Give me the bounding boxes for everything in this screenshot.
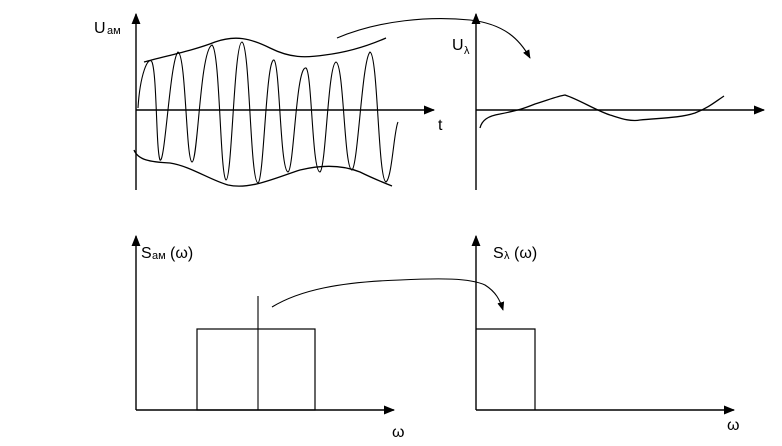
top-transfer-arrow — [336, 18, 531, 59]
am-upper-envelope — [143, 37, 387, 63]
am-carrier-wave — [137, 41, 399, 184]
am-time-y-label: U — [94, 20, 106, 37]
am-time-panel: U ам t — [94, 12, 443, 190]
bottom-transfer-arrow — [271, 278, 505, 311]
lambda-time-panel: U λ — [452, 12, 766, 190]
am-spectrum-y-tail: (ω) — [170, 245, 193, 262]
lambda-time-y-sub: λ — [464, 45, 470, 57]
am-lower-envelope — [133, 149, 393, 187]
am-time-y-sub: ам — [107, 25, 121, 37]
lambda-spectrum-y-tail: (ω) — [514, 245, 537, 262]
lambda-spectrum-x-label: ω — [727, 417, 740, 434]
lambda-time-y-label: U — [452, 37, 464, 54]
lambda-spectrum-y-label: S — [493, 245, 504, 262]
am-spectrum-panel: S ам (ω) ω — [131, 234, 405, 441]
lambda-spectrum-y-sub: λ — [504, 250, 510, 262]
am-spectrum-y-label: S — [141, 245, 152, 262]
lambda-signal-curve — [479, 94, 725, 129]
am-spectrum-band — [196, 328, 316, 411]
am-time-x-label: t — [438, 117, 443, 134]
lambda-spectrum-band — [476, 328, 536, 410]
am-spectrum-y-sub: ам — [152, 250, 166, 262]
am-spectrum-x-label: ω — [392, 424, 405, 441]
lambda-spectrum-panel: S λ (ω) ω — [471, 234, 740, 434]
